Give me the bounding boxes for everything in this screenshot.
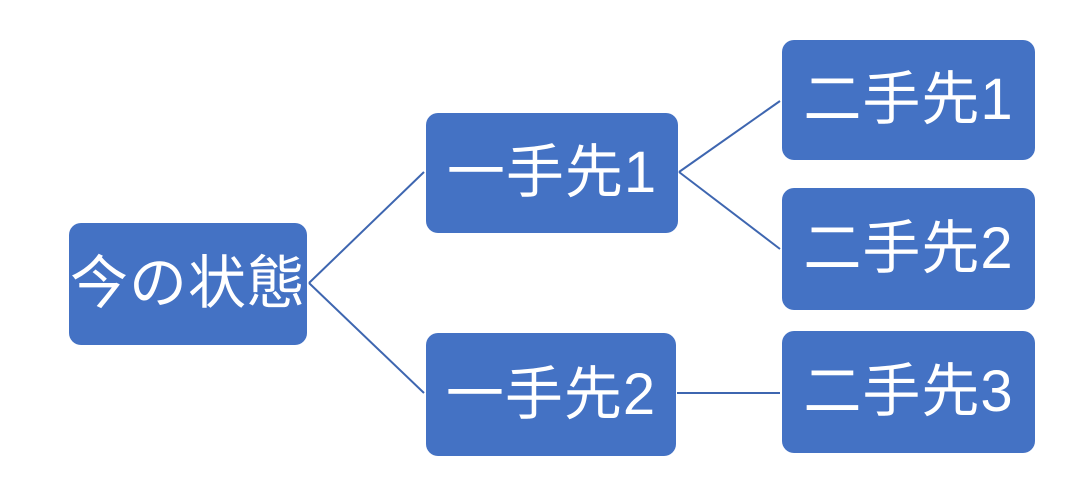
node-two-ahead-2-label: 二手先2 [803,216,1014,281]
edge-now-to-one-ahead-1 [308,171,425,284]
node-two-ahead-3-label: 二手先3 [803,359,1014,424]
edge-one-ahead-1-to-two-ahead-1 [678,100,781,173]
edge-one-ahead-1-to-two-ahead-2 [678,171,781,250]
node-two-ahead-1-label: 二手先1 [803,67,1014,132]
node-one-ahead-2: 一手先2 [426,333,676,456]
node-two-ahead-3: 二手先3 [782,331,1035,453]
node-two-ahead-1: 二手先1 [782,40,1035,160]
node-two-ahead-2: 二手先2 [782,188,1035,310]
edge-now-to-one-ahead-2 [308,282,425,394]
node-one-ahead-1: 一手先1 [426,113,678,233]
node-one-ahead-2-label: 一手先2 [445,361,657,427]
node-one-ahead-1-label: 一手先1 [446,140,658,205]
node-now-state: 今の状態 [69,223,307,345]
node-now-state-label: 今の状態 [69,251,306,316]
